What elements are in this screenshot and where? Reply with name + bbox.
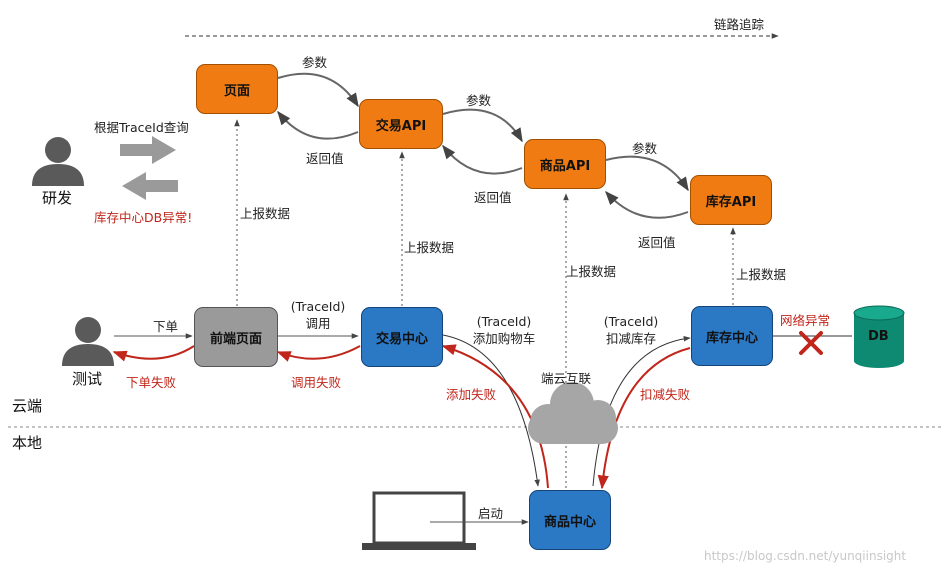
param-arrow-3 [605, 155, 689, 192]
db-error-label: 库存中心DB异常! [94, 210, 193, 225]
block-arrow-icon [122, 172, 178, 200]
person-icon [62, 317, 114, 366]
trade-api-node: 交易API [359, 99, 443, 149]
start-label: 启动 [478, 506, 504, 521]
traceid-label-1: (TraceId) [290, 299, 346, 314]
deduct-fail-label: 扣减失败 [640, 387, 691, 402]
return-arrow-3 [605, 190, 689, 219]
deduct-fail-arrow [597, 347, 691, 490]
return-label-1: 返回值 [306, 151, 344, 166]
query-label: 根据TraceId查询 [94, 120, 189, 135]
deduct-stock-label: 扣减库存 [605, 331, 656, 346]
return-arrow-2 [442, 144, 523, 175]
product-center-node: 商品中心 [529, 490, 611, 550]
deduct-arrow [592, 335, 691, 487]
report-label-2: 上报数据 [404, 240, 455, 255]
report-label-1: 上报数据 [240, 206, 291, 221]
stock-api-node: 库存API [690, 175, 772, 225]
stock-center-node: 库存中心 [691, 306, 773, 366]
cloud-icon [528, 382, 618, 444]
net-error-label: 网络异常 [780, 313, 831, 328]
report-label-3: 上报数据 [566, 264, 617, 279]
db-label: DB [868, 329, 889, 344]
dev-label: 研发 [42, 189, 73, 207]
error-x-icon [799, 331, 823, 355]
person-icon [32, 137, 84, 186]
param-label-1: 参数 [302, 55, 328, 70]
return-label-2: 返回值 [474, 190, 512, 205]
add-cart-label: 添加购物车 [472, 331, 536, 346]
frontend-page-node: 前端页面 [194, 307, 278, 367]
call-fail-arrow [276, 345, 361, 362]
return-label-3: 返回值 [638, 235, 676, 250]
param-label-2: 参数 [466, 93, 492, 108]
zone-cloud-label: 云端 [12, 397, 43, 415]
watermark: https://blog.csdn.net/yunqiinsight [704, 549, 907, 563]
add-fail-arrow [441, 344, 549, 489]
laptop-icon [362, 491, 476, 550]
report-label-4: 上报数据 [736, 267, 787, 282]
trade-center-node: 交易中心 [361, 307, 443, 367]
order-fail-arrow [112, 345, 195, 362]
traceid-label-2: (TraceId) [476, 314, 532, 329]
call-label: 调用 [305, 316, 331, 331]
param-arrow-2 [442, 108, 523, 143]
param-arrow-1 [277, 72, 359, 108]
trace-label: 链路追踪 [714, 17, 765, 32]
param-label-3: 参数 [632, 141, 658, 156]
tester-label: 测试 [72, 370, 103, 388]
add-cart-arrow [442, 334, 540, 487]
cloud-link-label: 端云互联 [541, 371, 592, 386]
traceid-label-3: (TraceId) [603, 314, 659, 329]
block-arrow-icon [120, 136, 176, 164]
call-fail-label: 调用失败 [291, 375, 342, 390]
add-fail-label: 添加失败 [446, 387, 497, 402]
order-label: 下单 [153, 319, 179, 334]
page-node: 页面 [196, 64, 278, 114]
product-api-node: 商品API [524, 139, 606, 189]
order-fail-label: 下单失败 [126, 375, 177, 390]
zone-local-label: 本地 [12, 434, 43, 452]
database-icon [853, 305, 905, 368]
return-arrow-1 [277, 110, 359, 140]
